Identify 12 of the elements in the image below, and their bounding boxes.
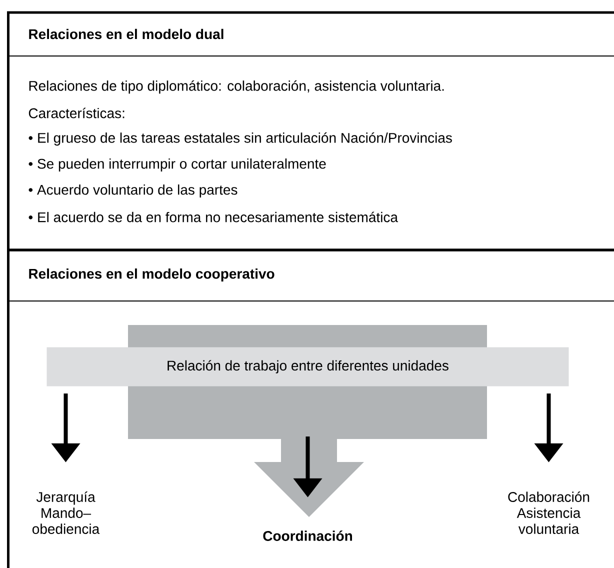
node-label: Coordinación	[263, 530, 352, 541]
node-label: Jerarquía Mando– obediencia	[32, 492, 100, 534]
section-header: Relaciones en el modelo cooperativo	[29, 268, 274, 282]
band-box: Relación de trabajo entre diferentes unidades	[46, 347, 569, 386]
bullet-item: • El acuerdo se da en forma no necesariamente sistemática	[28, 212, 398, 222]
bullet-item: • El grueso de las tareas estatales sin articulación Nación/Provincias	[28, 132, 452, 146]
node-label: Colaboración Asistencia voluntaria	[508, 492, 590, 534]
body-text: Relaciones de tipo diplomático: colaboración, asistencia voluntaria.	[29, 80, 444, 94]
bullet-item: • Acuerdo voluntario de las partes	[28, 184, 238, 198]
bullet-item: • Se pueden interrumpir o cortar unilateralmente	[28, 158, 326, 172]
body-text: Características:	[28, 108, 124, 118]
section-header: Relaciones en el modelo dual	[29, 28, 224, 40]
